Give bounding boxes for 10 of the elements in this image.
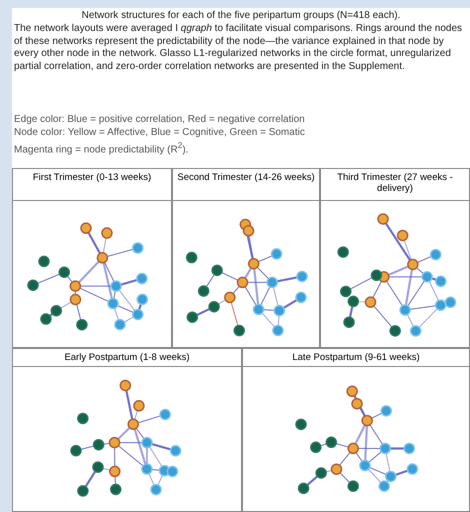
column-header: Second Trimester (14-26 weeks) (173, 169, 319, 201)
legend-note: Node color: Yellow = Affective, Blue = Cognitive, Green = Somatic (14, 126, 306, 139)
column-header: Early Postpartum (1-8 weeks) (13, 349, 241, 367)
column-header: First Trimester (0-13 weeks) (13, 169, 171, 201)
column-header: Third Trimester (27 weeks - delivery) (321, 169, 469, 201)
legend-note: Edge color: Blue = positive correlation, Red = negative correlation (14, 114, 306, 126)
description-paragraph: The network layouts were averaged I qgraph to facilitate visual comparisons. Rings around the nodes of these networks represent the predictability of the node—the variance explained in that node by every other node in the network. Glasso L1-regularized networks in the circle format, unregularized partial correlation, and zero-order correlation networks are presented in the Supplement. (14, 23, 464, 73)
column-header: Late Postpartum (9-61 weeks) (243, 349, 469, 367)
title: Network structures for each of the five peripartum groups (N=418 each). (80, 10, 402, 22)
legend-note: Magenta ring = node predictability (R$^{2}$). (14, 139, 190, 157)
